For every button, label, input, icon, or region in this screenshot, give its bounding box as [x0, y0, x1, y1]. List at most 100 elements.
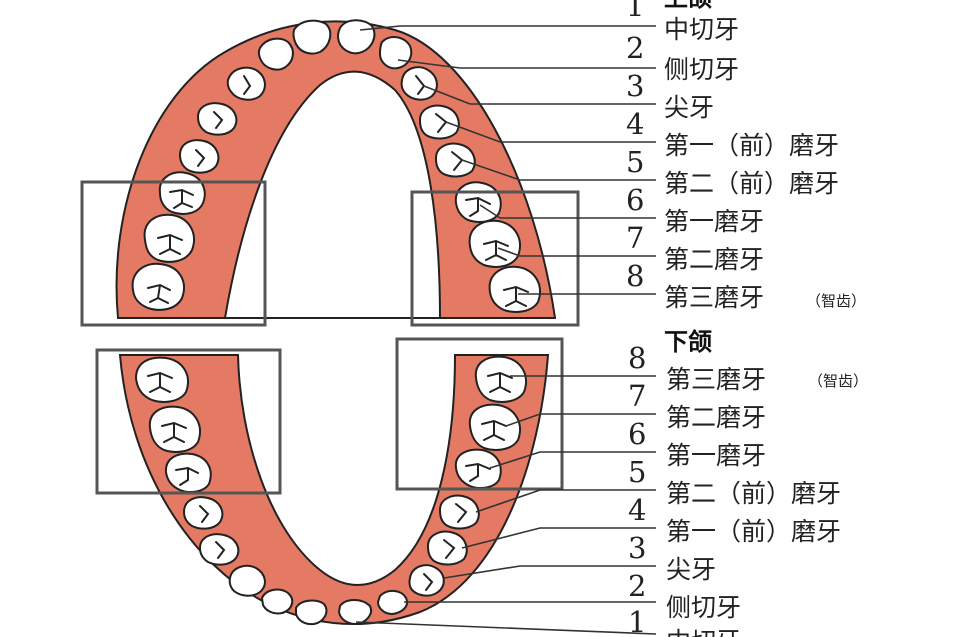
leader-line — [497, 247, 656, 257]
upper-jaw-header: 上颌 — [664, 0, 712, 12]
upper-tooth-r7 — [468, 219, 521, 268]
tooth-name: 尖牙 — [666, 555, 716, 584]
lower-left-molar-box — [95, 348, 282, 495]
lower-tooth-r2 — [376, 590, 408, 616]
leader-line — [479, 204, 656, 219]
tooth-number: 5 — [626, 145, 644, 179]
tooth-name: 中切牙 — [666, 627, 741, 637]
tooth-number: 2 — [628, 569, 646, 603]
lower-jaw-header: 下颌 — [664, 328, 712, 356]
upper-left-molar-box — [80, 180, 267, 327]
crease — [147, 283, 171, 304]
tooth-name: 第二磨牙 — [664, 245, 764, 274]
tooth-name: 第二磨牙 — [666, 403, 766, 432]
lower-tooth-l4 — [198, 533, 240, 566]
wisdom-tooth-note: （智齿） — [806, 292, 866, 310]
tooth-number: 8 — [628, 341, 646, 375]
tooth-name: 第一磨牙 — [666, 441, 766, 470]
crease — [443, 539, 456, 559]
lower-tooth-r3 — [408, 564, 445, 597]
upper-leader-lines — [359, 25, 656, 295]
crease — [483, 239, 509, 261]
tooth-number: 3 — [628, 531, 646, 565]
tooth-number: 6 — [628, 417, 646, 451]
tooth-name: 第一（前）磨牙 — [664, 131, 839, 160]
upper-right-molar-box — [410, 190, 580, 327]
crease — [175, 466, 199, 486]
tooth-number: 1 — [628, 605, 646, 637]
tooth-name: 第二（前）磨牙 — [664, 169, 839, 198]
lower-tooth-r1 — [337, 599, 372, 626]
upper-arch — [80, 19, 580, 327]
upper-tooth-r5 — [434, 142, 476, 178]
lower-tooth-r5 — [438, 494, 480, 530]
upper-tooth-l3 — [226, 66, 266, 101]
tooth-number: 7 — [626, 221, 644, 255]
tooth-name: 第二（前）磨牙 — [666, 479, 841, 508]
leader-line — [397, 59, 656, 69]
leader-line — [443, 565, 656, 579]
crease — [147, 371, 173, 393]
crease — [213, 111, 224, 129]
tooth-number: 4 — [628, 493, 646, 527]
upper-tooth-l2 — [257, 37, 294, 71]
lower-leader-lines — [355, 375, 657, 635]
tooth-name: 侧切牙 — [664, 55, 739, 84]
upper-tooth-l8 — [131, 262, 185, 311]
upper-tooth-r8 — [488, 265, 541, 313]
crease — [481, 419, 507, 441]
leader-line — [359, 25, 656, 31]
tooth-name: 第三磨牙 — [664, 283, 764, 312]
upper-tooth-r1 — [336, 19, 376, 55]
leader-line — [475, 489, 656, 513]
tooth-number: 1 — [626, 0, 644, 23]
tooth-number: 3 — [626, 69, 644, 103]
leader-line — [505, 413, 656, 427]
crease — [215, 541, 226, 559]
lower-arch — [95, 337, 564, 626]
tooth-number: 8 — [626, 259, 644, 293]
leader-line — [423, 85, 656, 105]
crease — [423, 573, 434, 591]
tooth-number: 5 — [628, 455, 646, 489]
lower-tooth-r4 — [426, 530, 468, 566]
tooth-name: 第一磨牙 — [664, 207, 764, 236]
crease — [161, 421, 187, 443]
upper-tooth-r4 — [418, 104, 460, 140]
lower-right-teeth — [337, 355, 527, 626]
upper-tooth-r3 — [400, 66, 438, 101]
upper-gum — [115, 20, 557, 319]
crease — [195, 149, 206, 167]
lower-tooth-l3 — [228, 564, 266, 597]
upper-tooth-l1 — [292, 19, 332, 55]
crease — [157, 233, 183, 255]
tooth-name: 第三磨牙 — [666, 365, 766, 394]
upper-tooth-l4 — [196, 102, 238, 136]
crease — [199, 505, 210, 523]
leader-line — [489, 451, 656, 469]
lower-tooth-l8 — [134, 356, 189, 403]
tooth-number: 6 — [626, 183, 644, 217]
lower-left-teeth — [134, 356, 328, 626]
leader-line — [461, 159, 656, 181]
lower-labels: 下颌 8 第三磨牙 （智齿） 7 第二磨牙 6 第一磨牙 5 第二（前）磨牙 4… — [628, 328, 868, 637]
tooth-number: 2 — [626, 31, 644, 65]
leader-line — [355, 621, 657, 635]
crease — [169, 188, 194, 209]
tooth-number: 7 — [628, 379, 646, 413]
leader-line — [461, 527, 656, 549]
upper-tooth-l5 — [178, 139, 220, 174]
crease — [503, 285, 529, 307]
upper-tooth-r2 — [378, 36, 413, 70]
wisdom-tooth-note: （智齿） — [808, 372, 868, 390]
lower-tooth-l2 — [260, 588, 294, 615]
crease — [243, 75, 252, 95]
tooth-name: 第一（前）磨牙 — [666, 517, 841, 546]
lower-tooth-l5 — [182, 496, 224, 530]
crease — [465, 462, 491, 482]
crease — [465, 196, 491, 217]
tooth-name: 中切牙 — [664, 15, 739, 44]
upper-left-teeth — [131, 19, 332, 311]
tooth-name: 尖牙 — [664, 93, 714, 122]
